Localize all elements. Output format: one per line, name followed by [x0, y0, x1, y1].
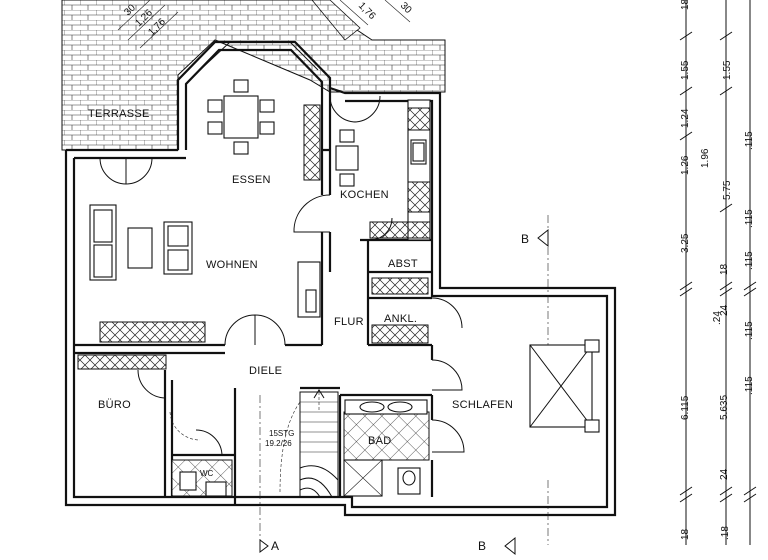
dim-label: .115: [744, 209, 755, 228]
bathroom-fixtures: [343, 399, 430, 497]
room-essen: ESSEN: [232, 174, 271, 186]
dim-label: 1.55: [722, 60, 733, 80]
room-terrasse: TERRASSE: [88, 108, 150, 120]
dining-table: [207, 79, 275, 155]
room-buero: BÜRO: [98, 399, 131, 411]
bed: [529, 339, 600, 433]
room-bad: BAD: [368, 435, 392, 447]
exterior-walls: [64, 40, 617, 517]
dim-label: 6.115: [680, 395, 691, 420]
room-ankl: ANKL.: [384, 313, 417, 325]
dim-label: 18: [719, 263, 730, 275]
room-kochen: KOCHEN: [340, 189, 389, 201]
room-schlafen: SCHLAFEN: [452, 399, 513, 411]
dim-label: 1.55: [680, 60, 691, 80]
dimension-labels-col3: .115 .115: [744, 131, 755, 340]
roof-dim-5: 30: [398, 0, 414, 16]
room-diele: DIELE: [249, 365, 282, 377]
dimension-labels-col1: 18 1.55 1.24 1.26 3.25 18 24 6.115 5.635…: [680, 0, 730, 540]
dim-label: 3.25: [680, 233, 691, 253]
living-furniture: [77, 204, 321, 370]
section-b-top: B: [521, 232, 529, 246]
section-a: A: [271, 539, 279, 553]
dim-label: .115: [744, 321, 755, 340]
wc-fixtures: [171, 459, 233, 497]
dim-label: 5.75: [722, 180, 733, 200]
dim-label: 18: [680, 0, 691, 10]
dim-label: 18: [680, 528, 691, 540]
stair-count: 15STG: [269, 429, 294, 438]
kitchen-counters: [303, 99, 431, 241]
roof-dim-4: 1,76: [356, 0, 378, 22]
staircase: [279, 389, 339, 498]
dim-label: .24: [712, 311, 723, 325]
dimension-labels-col2: 1.55 1.96 5.75 .115 .115 .24 .115 .18: [700, 60, 755, 540]
section-b-bottom: B: [478, 539, 486, 553]
dim-label: 5.635: [719, 395, 730, 420]
kitchen-table: [335, 129, 359, 187]
dimension-chains: [679, 0, 757, 545]
stair-ratio: 19.2/26: [265, 439, 292, 448]
room-abst: ABST: [388, 258, 418, 270]
dim-label: .18: [720, 526, 731, 540]
dim-label: 1.24: [680, 108, 691, 128]
section-lines: [259, 215, 549, 556]
dim-label: 1.96: [700, 148, 711, 168]
room-wc: WC: [200, 469, 214, 478]
dim-label: .115: [744, 376, 755, 395]
dim-label: .115: [744, 131, 755, 150]
room-wohnen: WOHNEN: [206, 259, 258, 271]
dim-label: 24: [719, 468, 730, 480]
wardrobe: [371, 277, 429, 344]
dim-label: 1.26: [680, 155, 691, 175]
dim-label: .115: [744, 251, 755, 270]
room-flur: FLUR: [334, 316, 364, 328]
dim-label: 24: [719, 304, 730, 316]
bay-windows: [199, 41, 319, 71]
